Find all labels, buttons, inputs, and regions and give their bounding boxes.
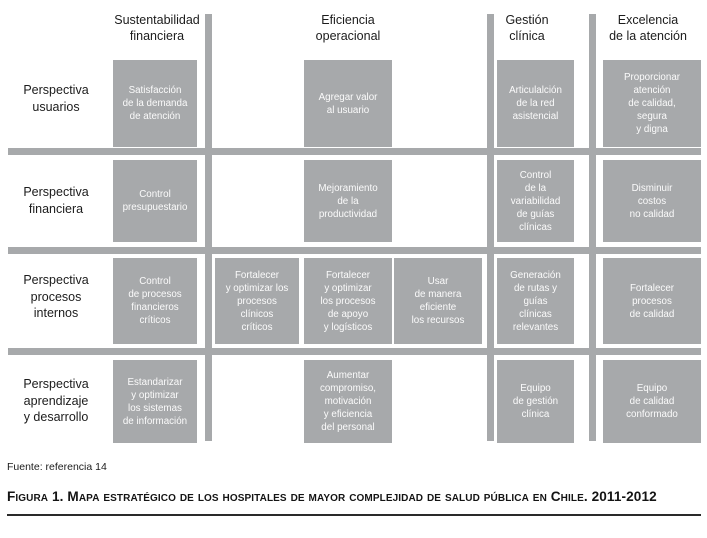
col-header-eficiencia-operacional: Eficiencia operacional: [315, 13, 381, 43]
row-label-perspectiva-financiera: Perspectiva financiera: [23, 185, 89, 216]
row-label-perspectiva-usuarios: Perspectiva usuarios: [23, 83, 89, 114]
source-note: Fuente: referencia 14: [7, 461, 107, 473]
box-agregar-valor: Agregar valor al usuario: [304, 60, 392, 147]
col-header-excelencia-atencion: Excelencia de la atención: [609, 13, 687, 43]
box-control-procesos-financieros: Control de procesos financieros críticos: [113, 258, 197, 344]
box-mejoramiento-productividad: Mejoramiento de la productividad: [304, 160, 392, 242]
figure-caption: Figura 1. Mapa estratégico de los hospit…: [7, 489, 657, 504]
col-header-sustentabilidad-financiera: Sustentabilidad financiera: [114, 13, 200, 43]
box-estandarizar-sistemas: Estandarizar y optimizar los sistemas de…: [113, 360, 197, 443]
row-label-perspectiva-procesos: Perspectiva procesos internos: [23, 273, 89, 320]
box-control-presupuestario: Control presupuestario: [113, 160, 197, 242]
col-header-gestion-clinica: Gestión clínica: [505, 13, 549, 43]
box-control-variabilidad: Control de la variabilidad de guías clín…: [497, 160, 574, 242]
divider-horizontal-3: [8, 348, 701, 355]
box-proporcionar-atencion: Proporcionar atención de calidad, segura…: [603, 60, 701, 147]
divider-vertical-3: [589, 14, 596, 441]
box-aumentar-compromiso: Aumentar compromiso, motivación y eficie…: [304, 360, 392, 443]
box-generacion-rutas-guias: Generación de rutas y guías clínicas rel…: [497, 258, 574, 344]
box-usar-recursos-eficiente: Usar de manera eficiente los recursos: [394, 258, 482, 344]
divider-vertical-1: [205, 14, 212, 441]
box-fortalecer-procesos-clinicos: Fortalecer y optimizar los procesos clín…: [215, 258, 299, 344]
box-disminuir-costos: Disminuir costos no calidad: [603, 160, 701, 242]
box-fortalecer-procesos-calidad: Fortalecer procesos de calidad: [603, 258, 701, 344]
box-articulacion-red: Articulalción de la red asistencial: [497, 60, 574, 147]
bottom-rule: [7, 514, 701, 516]
divider-vertical-2: [487, 14, 494, 441]
box-satisfaccion-demanda: Satisfacción de la demanda de atención: [113, 60, 197, 147]
box-equipo-gestion-clinica: Equipo de gestión clínica: [497, 360, 574, 443]
row-label-perspectiva-aprendizaje: Perspectiva aprendizaje y desarrollo: [23, 377, 89, 424]
box-equipo-calidad-conformado: Equipo de calidad conformado: [603, 360, 701, 443]
divider-horizontal-2: [8, 247, 701, 254]
box-fortalecer-procesos-apoyo: Fortalecer y optimizar los procesos de a…: [304, 258, 392, 344]
divider-horizontal-1: [8, 148, 701, 155]
